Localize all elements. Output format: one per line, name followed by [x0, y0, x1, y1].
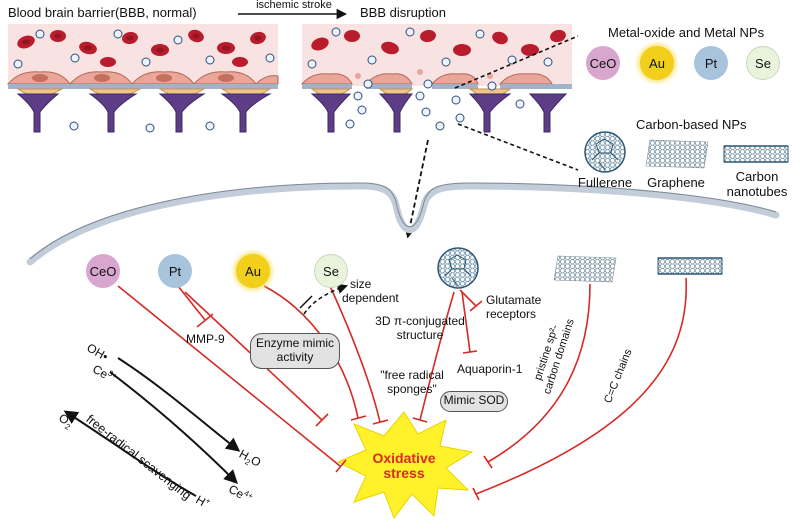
conjugated-line-2: structure: [396, 327, 444, 342]
bbb-disruption-label: BBB disruption: [360, 5, 446, 20]
basement-membrane: [8, 84, 278, 89]
oxidative-stress-label: Oxidative stress: [364, 450, 444, 482]
ceo-cell-np: CeO: [86, 254, 120, 288]
ce3-to-ce4-arrow: [109, 371, 238, 484]
se-np-label: Se: [755, 55, 771, 71]
au-cell-np: Au: [236, 254, 270, 288]
free-radical-line-2: sponges": [387, 381, 437, 396]
se-cell-np: Se: [314, 254, 348, 288]
oxidative-stress-burst: [336, 411, 474, 520]
dashed-link-metal-nps: [454, 35, 579, 89]
ceo-np-icon: CeO: [586, 46, 620, 80]
bbb-normal-label: Blood brain barrier(BBB, normal): [8, 5, 197, 20]
nanotube-cell-icon: [657, 257, 723, 275]
pt-cell-label: Pt: [168, 263, 182, 279]
free-radical-sponges-label: "free radical sponges": [372, 368, 452, 397]
pt-cell-np: Pt: [158, 254, 192, 288]
size-dependent-line-2: dependent: [342, 290, 399, 305]
carbon-nps-title: Carbon-based NPs: [636, 117, 747, 132]
ceo-np-label: CeO: [589, 55, 617, 71]
carbon-nanotubes-line-2: nanotubes: [726, 183, 788, 199]
ischemic-stroke-label: ischemic stroke: [256, 0, 332, 11]
glutamate-line-1: Glutamate: [486, 293, 542, 307]
nanoparticle-entry-arrow: [403, 139, 429, 239]
conjugated-structure-label: 3D π-conjugated structure: [368, 314, 472, 343]
metal-nps-title: Metal-oxide and Metal NPs: [608, 25, 765, 40]
graphene-icon: [645, 139, 709, 169]
oxidative-line-1: Oxidative: [372, 450, 436, 466]
se-cell-label: Se: [323, 263, 339, 279]
h-to-o2-arrow: [63, 410, 197, 497]
mimic-sod-pill: Mimic SOD: [440, 391, 508, 412]
aquaporin-label: Aquaporin-1: [457, 362, 523, 376]
dashed-link-carbon-nps: [457, 123, 579, 171]
ceo-cell-label: CeO: [89, 263, 117, 279]
oxidative-line-2: stress: [383, 465, 425, 482]
conjugated-line-1: 3D π-conjugated: [375, 314, 465, 328]
nanoparticles-in-lumen: [13, 29, 275, 69]
pt-np-icon: Pt: [694, 46, 728, 80]
carbon-nanotubes-label: Carbon nanotubes: [722, 169, 792, 200]
bbb-normal-illustration: [6, 24, 279, 133]
fullerene-label: Fullerene: [577, 175, 633, 190]
bbb-disrupted-illustration: [300, 24, 572, 133]
oh-to-h2o-arrow: [117, 357, 241, 452]
endothelial-cells: [6, 71, 279, 85]
astrocyte-end-feet: [16, 93, 272, 133]
graphene-cell-icon: [553, 255, 617, 283]
free-radical-line-1: "free radical: [380, 368, 444, 382]
glutamate-line-2: receptors: [486, 306, 537, 321]
glutamate-receptors-label: Glutamate receptors: [486, 293, 542, 322]
fullerene-icon: [584, 131, 626, 173]
au-np-icon: Au: [640, 46, 674, 80]
au-cell-label: Au: [245, 263, 261, 279]
carbon-nanotubes-line-1: Carbon: [735, 169, 779, 184]
carbon-np-illustrations: [584, 131, 789, 173]
se-np-icon: Se: [746, 46, 780, 80]
cell-membrane: [26, 182, 780, 266]
au-np-label: Au: [649, 55, 665, 71]
size-dependent-line-1: size: [350, 277, 372, 291]
mmp9-label: MMP-9: [186, 332, 225, 346]
pt-np-label: Pt: [704, 55, 718, 71]
enzyme-mimic-pill: Enzyme mimic activity: [250, 333, 340, 369]
fullerene-cell-icon: [437, 247, 479, 289]
red-blood-cells: [17, 29, 266, 67]
size-dependent-arrow: [303, 283, 348, 315]
nanotube-icon: [723, 145, 789, 163]
graphene-label: Graphene: [647, 175, 705, 190]
size-dependent-label: size dependent: [342, 277, 399, 306]
